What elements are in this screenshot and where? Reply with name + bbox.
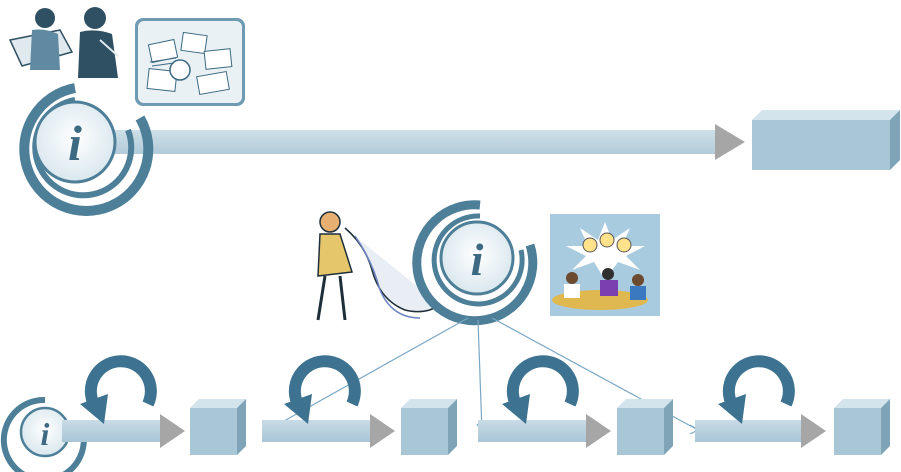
cycle-arrow-icon <box>718 355 795 424</box>
paperwork-pile-clipart <box>135 18 245 106</box>
svg-text:i: i <box>68 115 82 171</box>
iteration-4 <box>695 355 890 455</box>
woman-reading-scroll-clipart <box>316 211 441 321</box>
process-box <box>401 399 457 455</box>
info-icon: i <box>412 200 538 326</box>
iteration-2 <box>262 355 457 455</box>
process-box <box>834 399 890 455</box>
people-reviewing-clipart <box>8 7 119 78</box>
center-node: i <box>266 200 700 435</box>
top-flow: i <box>8 7 900 216</box>
svg-text:i: i <box>41 416 50 452</box>
top-arrow-shaft <box>110 130 720 154</box>
process-box <box>190 399 246 455</box>
cycle-arrow-icon <box>284 355 361 424</box>
idea-meeting-clipart <box>550 214 660 316</box>
cycle-arrow-icon <box>80 355 157 424</box>
svg-text:i: i <box>471 234 484 285</box>
bottom-flow: i <box>0 355 890 472</box>
cycle-arrow-icon <box>502 355 579 424</box>
top-arrow-head <box>715 124 745 160</box>
top-end-box <box>752 110 900 170</box>
info-icon: i <box>19 83 154 216</box>
iteration-3 <box>478 355 673 455</box>
process-box <box>617 399 673 455</box>
iteration-1 <box>62 355 246 455</box>
